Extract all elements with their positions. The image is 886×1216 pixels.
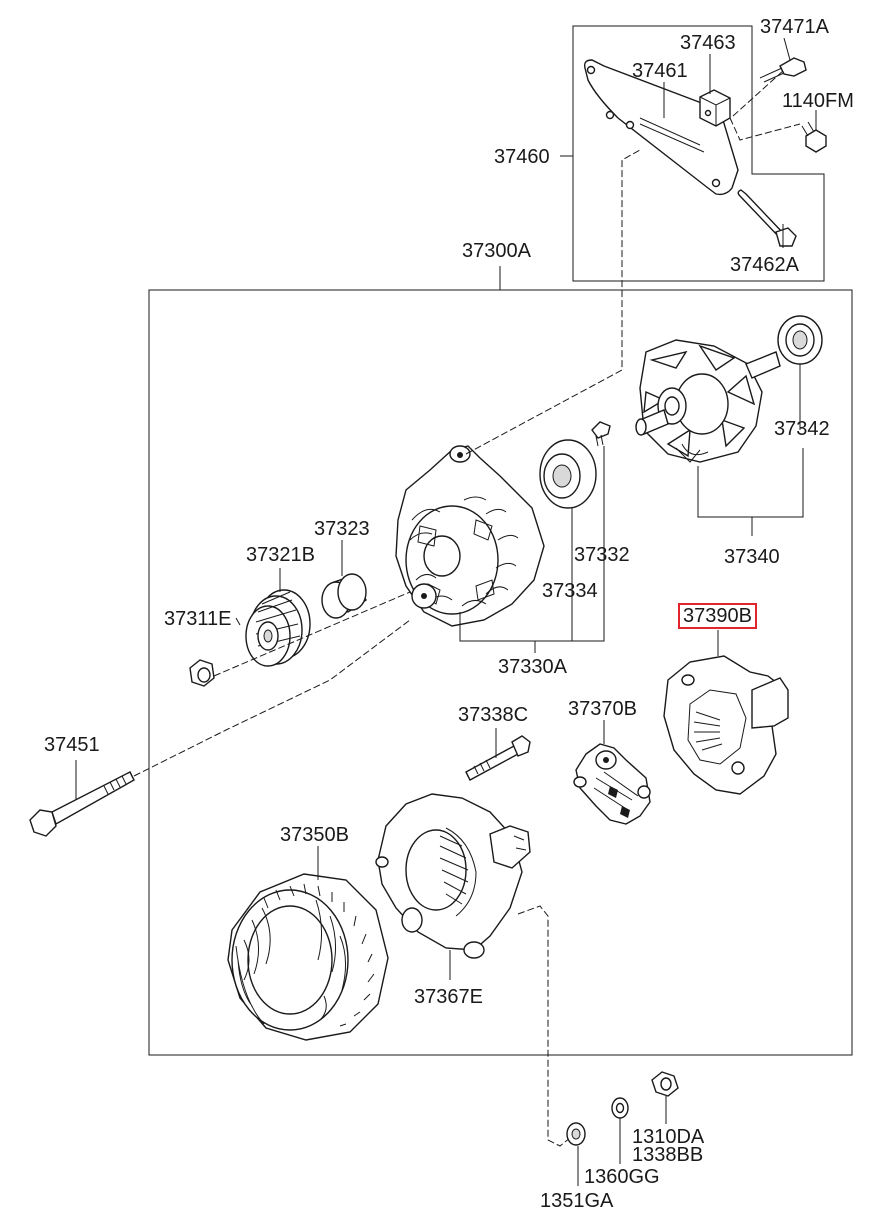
label-1338BB[interactable]: 1338BB: [632, 1144, 704, 1166]
nut-37311E[interactable]: [189, 659, 215, 687]
label-37462A[interactable]: 37462A: [730, 254, 799, 276]
label-37461[interactable]: 37461: [632, 60, 688, 82]
bearing-37342[interactable]: [777, 315, 823, 365]
nut-1310DA[interactable]: [651, 1071, 679, 1097]
label-1360GG[interactable]: 1360GG: [584, 1166, 660, 1188]
label-37300A[interactable]: 37300A: [462, 240, 531, 262]
label-37342[interactable]: 37342: [774, 418, 830, 440]
bolt-37462A[interactable]: [737, 189, 797, 247]
pulley-37321B[interactable]: [245, 589, 311, 667]
bolt-37338C[interactable]: [465, 735, 531, 781]
rear-cover-37390B[interactable]: [663, 655, 789, 795]
washer-1360GG[interactable]: [611, 1097, 629, 1119]
rear-housing-37367E[interactable]: [375, 793, 531, 959]
front-housing-37330A[interactable]: [395, 445, 545, 627]
bolt-37451[interactable]: [29, 771, 135, 837]
label-1140FM[interactable]: 1140FM: [782, 90, 854, 112]
bolt-37471A[interactable]: [759, 57, 807, 83]
bracket-37461[interactable]: [583, 59, 739, 196]
spacer-37463[interactable]: [699, 89, 731, 127]
label-37471A[interactable]: 37471A: [760, 16, 829, 38]
spacer-37323[interactable]: [321, 573, 367, 619]
label-37390B-highlighted[interactable]: 37390B: [678, 603, 757, 629]
label-37460[interactable]: 37460: [494, 146, 550, 168]
label-37311E[interactable]: 37311E: [164, 608, 232, 630]
stator-37350B[interactable]: [227, 873, 389, 1041]
label-37340[interactable]: 37340: [724, 546, 780, 568]
label-37367E[interactable]: 37367E: [414, 986, 483, 1008]
label-37323[interactable]: 37323: [314, 518, 370, 540]
label-1310DA[interactable]: 1310DA: [632, 1126, 705, 1148]
label-1351GA[interactable]: 1351GA: [540, 1190, 614, 1212]
label-37338C[interactable]: 37338C: [458, 704, 529, 726]
screw-37332[interactable]: [591, 421, 611, 447]
washer-1351GA[interactable]: [566, 1122, 586, 1146]
bearing-37334[interactable]: [539, 439, 597, 509]
label-37334[interactable]: 37334: [542, 580, 598, 602]
bolt-1140FM[interactable]: [801, 121, 827, 153]
label-37332[interactable]: 37332: [574, 544, 630, 566]
bracket-group-frame: [572, 25, 825, 282]
label-37370B[interactable]: 37370B: [568, 698, 637, 720]
label-37321B[interactable]: 37321B: [246, 544, 315, 566]
label-37350B[interactable]: 37350B: [280, 824, 349, 846]
label-37451[interactable]: 37451: [44, 734, 100, 756]
label-37330A[interactable]: 37330A: [498, 656, 567, 678]
label-37463[interactable]: 37463: [680, 32, 736, 54]
rotor-37340[interactable]: [635, 339, 781, 463]
brush-holder-37370B[interactable]: [573, 743, 651, 825]
